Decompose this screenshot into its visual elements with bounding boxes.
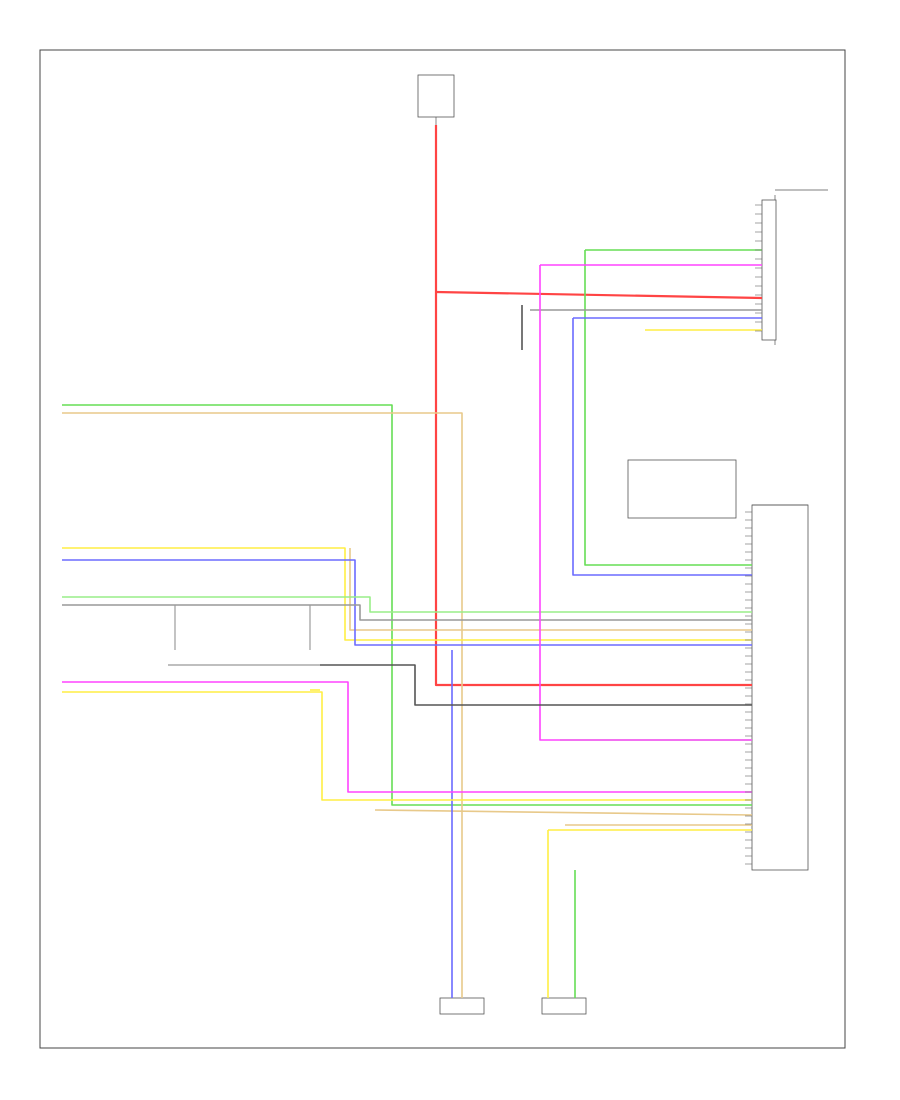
wire-dark-10-1 [320, 664, 752, 706]
wire-green-2-1 [62, 404, 752, 806]
wire-magenta-8-1 [62, 681, 752, 793]
wire-gray-7-1 [62, 604, 752, 621]
wire-light-green-6-1 [62, 596, 752, 613]
left-switch [168, 605, 325, 666]
wire-yellow-4-1 [62, 547, 752, 641]
wire-red-1-1 [434, 125, 752, 687]
wire-green-2-3 [584, 250, 752, 566]
wire-tan-3-2 [349, 548, 752, 631]
fuse-relay [627, 459, 737, 519]
wire-yellow-4-3 [547, 829, 752, 998]
wire-yellow-9-1 [62, 691, 752, 801]
wire-red-1-2 [435, 290, 763, 300]
radio-module [751, 504, 809, 871]
wire-blue-5-1 [62, 559, 752, 646]
top-right-connector [761, 189, 828, 345]
diagram-frame [39, 49, 846, 1049]
fuse-block [417, 74, 455, 125]
left-tweeter [439, 997, 485, 1015]
wire-magenta-8-2 [539, 264, 762, 741]
right-tweeter [541, 997, 587, 1015]
wire-blue-5-2 [572, 317, 762, 576]
wire-tan-3-4 [374, 809, 753, 816]
wire-tan-3-1 [62, 412, 463, 998]
wire-layer [62, 125, 763, 998]
